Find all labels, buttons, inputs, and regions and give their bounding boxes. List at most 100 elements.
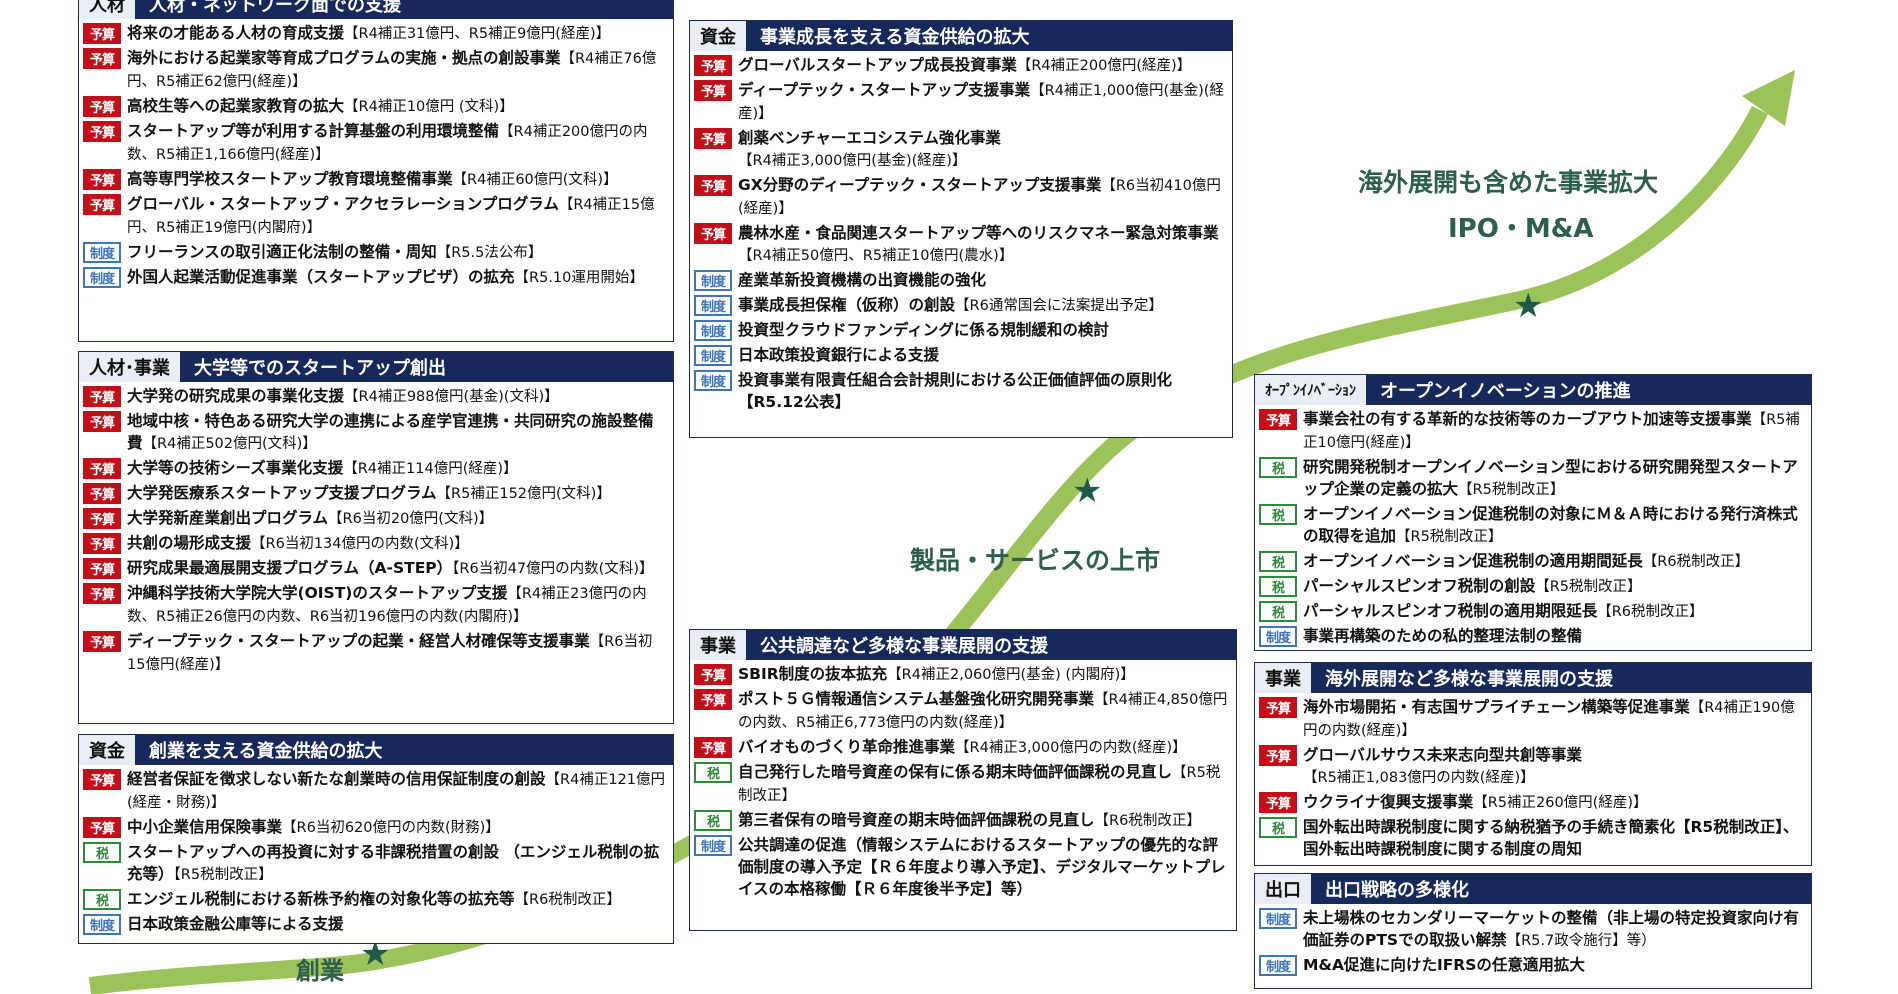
measure-detail: 【R6当初47億円の内数(文科)】 <box>452 561 654 577</box>
measure-item: 税パーシャルスピンオフ税制の適用期限延長【R6税制改正】 <box>1259 600 1807 623</box>
tax-badge: 税 <box>694 762 732 783</box>
measure-title: GX分野のディープテック・スタートアップ支援事業 <box>738 176 1102 194</box>
measure-item: 税自己発行した暗号資産の保有に係る期末時価評価課税の見直し【R5税制改正】 <box>694 761 1232 807</box>
measure-detail: 【R4補正50億円、R5補正10億円(農水)】 <box>738 248 1014 264</box>
measure-list: 予算グローバルスタートアップ成長投資事業【R4補正200億円(経産)】予算ディー… <box>690 51 1232 414</box>
measure-detail: 【R5税制改正】 <box>1458 482 1565 498</box>
system-badge: 制度 <box>1259 955 1297 976</box>
measure-detail: 【R6税制改正】 <box>514 892 621 908</box>
measure-item: 予算大学発の研究成果の事業化支援【R4補正988億円(基金)(文科)】 <box>83 385 669 408</box>
system-badge: 制度 <box>694 270 732 291</box>
measure-item: 税オープンイノベーション促進税制の適用期間延長【R6税制改正】 <box>1259 550 1807 573</box>
budget-badge: 予算 <box>694 737 732 758</box>
measure-detail: 【R6当初20億円(文科)】 <box>328 511 494 527</box>
tax-badge: 税 <box>1259 504 1297 525</box>
measure-item: 予算創薬ベンチャーエコシステム強化事業【R4補正3,000億円(基金)(経産)】 <box>694 127 1228 172</box>
measure-list: 予算大学発の研究成果の事業化支援【R4補正988億円(基金)(文科)】予算地域中… <box>79 382 673 676</box>
budget-badge: 予算 <box>694 55 732 76</box>
panel-title: 人材・ネットワーク面での支援 <box>149 0 401 16</box>
measure-title: 高等専門学校スタートアップ教育環境整備事業 <box>127 170 453 188</box>
stage-label-expansion: 海外展開も含めた事業拡大 <box>1358 168 1659 197</box>
measure-item: 予算グローバルスタートアップ成長投資事業【R4補正200億円(経産)】 <box>694 54 1228 77</box>
panel-open-innovation: ｵｰﾌﾟﾝｲﾉﾍﾞｰｼｮﾝオープンイノベーションの推進予算事業会社の有する革新的… <box>1254 374 1812 651</box>
measure-title: ディープテック・スタートアップの起業・経営人材確保等支援事業 <box>127 632 590 650</box>
measure-item: 予算バイオものづくり革命推進事業【R4補正3,000億円の内数(経産)】 <box>694 736 1232 759</box>
measure-item: 予算農林水産・食品関連スタートアップ等へのリスクマネー緊急対策事業【R4補正50… <box>694 222 1228 267</box>
panel-title: 公共調達など多様な事業展開の支援 <box>760 636 1048 657</box>
measure-item: 税スタートアップへの再投資に対する非課税措置の創設 （エンジェル税制の拡充等）【… <box>83 841 669 886</box>
panel-title: 大学等でのスタートアップ創出 <box>194 358 446 379</box>
measure-item: 制度公共調達の促進（情報システムにおけるスタートアップの優先的な評価制度の導入予… <box>694 834 1232 901</box>
measure-list: 予算経営者保証を徴求しない新たな創業時の信用保証制度の創設【R4補正121億円(… <box>79 765 673 936</box>
measure-title: 大学発の研究成果の事業化支援 <box>127 387 345 405</box>
budget-badge: 予算 <box>694 689 732 710</box>
measure-detail: 【R5税制改正】 <box>1396 529 1503 545</box>
measure-title: 共創の場形成支援 <box>127 534 252 552</box>
measure-item: 予算大学発医療系スタートアップ支援プログラム【R5補正152億円(文科)】 <box>83 482 669 505</box>
panel-title: 出口戦略の多様化 <box>1325 880 1469 901</box>
star-icon: ★ <box>1513 286 1544 326</box>
panel-title: 創業を支える資金供給の拡大 <box>149 741 383 762</box>
tax-badge: 税 <box>1259 601 1297 622</box>
measure-title: 事業会社の有する革新的な技術等のカーブアウト加速等支援事業 <box>1303 410 1752 428</box>
measure-item: 制度事業成長担保権（仮称）の創設【R6通常国会に法案提出予定】 <box>694 294 1228 317</box>
measure-title: バイオものづくり革命推進事業 <box>738 738 956 756</box>
measure-item: 税国外転出時課税制度に関する納税猶予の手続き簡素化【R5税制改正】、国外転出時課… <box>1259 816 1807 861</box>
measure-title: 公共調達の促進（情報システムにおけるスタートアップの優先的な評価制度の導入予定【… <box>738 836 1226 898</box>
measure-item: 予算研究成果最適展開支援プログラム（A-STEP）【R6当初47億円の内数(文科… <box>83 557 669 580</box>
measure-title: オープンイノベーション促進税制の対象にＭ＆Ａ時における発行済株式の取得を追加 <box>1303 505 1798 545</box>
budget-badge: 予算 <box>83 386 121 407</box>
measure-title: 海外における起業家等育成プログラムの実施・拠点の創設事業 <box>127 49 561 67</box>
system-badge: 制度 <box>694 345 732 366</box>
measure-title: SBIR制度の抜本拡充 <box>738 665 888 683</box>
tax-badge: 税 <box>83 842 121 863</box>
panel-overseas-expansion: 事業海外展開など多様な事業展開の支援予算海外市場開拓・有志国サプライチェーン構築… <box>1254 662 1812 866</box>
measure-detail: 【R4補正200億円(経産)】 <box>1016 58 1192 74</box>
measure-item: 制度外国人起業活動促進事業（スタートアップビザ）の拡充【R5.10運用開始】 <box>83 266 669 289</box>
panel-title: 事業成長を支える資金供給の拡大 <box>760 27 1030 48</box>
measure-title: 事業成長担保権（仮称）の創設 <box>738 296 956 314</box>
measure-item: 予算ディープテック・スタートアップの起業・経営人材確保等支援事業【R6当初15億… <box>83 630 669 676</box>
measure-title: オープンイノベーション促進税制の適用期間延長 <box>1303 552 1643 570</box>
budget-badge: 予算 <box>1259 697 1297 718</box>
measure-title: M&A促進に向けたIFRSの任意適用拡大 <box>1303 956 1585 974</box>
measure-list: 予算海外市場開拓・有志国サプライチェーン構築等促進事業【R4補正190億円の内数… <box>1255 693 1811 861</box>
panel-header: ｵｰﾌﾟﾝｲﾉﾍﾞｰｼｮﾝオープンイノベーションの推進 <box>1255 375 1811 405</box>
measure-title: 沖縄科学技術大学院大学(OIST)のスタートアップ支援 <box>127 584 508 602</box>
measure-title: 投資事業有限責任組合会計規則における公正価値評価の原則化【R5.12公表】 <box>738 371 1173 411</box>
measure-item: 予算ディープテック・スタートアップ支援事業【R4補正1,000億円(基金)(経産… <box>694 79 1228 125</box>
budget-badge: 予算 <box>694 128 732 149</box>
budget-badge: 予算 <box>83 583 121 604</box>
measure-item: 制度未上場株のセカンダリーマーケットの整備（非上場の特定投資家向け有価証券のPT… <box>1259 907 1807 952</box>
panel-header: 事業公共調達など多様な事業展開の支援 <box>690 630 1236 660</box>
measure-title: 国外転出時課税制度に関する納税猶予の手続き簡素化【R5税制改正】、国外転出時課税… <box>1303 818 1799 858</box>
measure-item: 予算高校生等への起業家教育の拡大【R4補正10億円 (文科)】 <box>83 95 669 118</box>
measure-detail: 【R5.5法公布】 <box>436 245 543 261</box>
measure-title: グローバルサウス未来志向型共創等事業 <box>1303 746 1582 764</box>
measure-detail: 【R4補正502億円(文科)】 <box>142 436 317 452</box>
budget-badge: 予算 <box>83 483 121 504</box>
measure-title: グローバル・スタートアップ・アクセラレーションプログラム <box>127 195 559 213</box>
measure-item: 予算スタートアップ等が利用する計算基盤の利用環境整備【R4補正200億円の内数、… <box>83 120 669 166</box>
system-badge: 制度 <box>694 295 732 316</box>
measure-item: 予算中小企業信用保険事業【R6当初620億円の内数(財務)】 <box>83 816 669 839</box>
measure-item: 予算地域中核・特色ある研究大学の連携による産学官連携・共同研究の施設整備費【R4… <box>83 410 669 455</box>
panel-growth-finance: 資金事業成長を支える資金供給の拡大予算グローバルスタートアップ成長投資事業【R4… <box>689 20 1233 438</box>
measure-title: 未上場株のセカンダリーマーケットの整備（非上場の特定投資家向け有価証券のPTSで… <box>1303 909 1800 949</box>
panel-university-startups: 人材･事業大学等でのスタートアップ創出予算大学発の研究成果の事業化支援【R4補正… <box>78 351 674 724</box>
measure-detail: 【R4補正76億円、R5補正62億円(経産)】 <box>127 51 657 90</box>
budget-badge: 予算 <box>83 458 121 479</box>
measure-detail: 【R4補正3,000億円(基金)(経産)】 <box>738 153 967 169</box>
panel-category-tag: 人材･事業 <box>79 352 180 382</box>
measure-list: 制度未上場株のセカンダリーマーケットの整備（非上場の特定投資家向け有価証券のPT… <box>1255 904 1811 977</box>
budget-badge: 予算 <box>83 508 121 529</box>
measure-detail: 【R4補正114億円(経産)】 <box>343 461 518 477</box>
measure-detail: 【R4補正23億円の内数、R5補正26億円の内数、R6当初196億円の内数(内閣… <box>127 586 647 625</box>
measure-detail: 【R6当初134億円の内数(文科)】 <box>251 536 469 552</box>
panel-title: オープンイノベーションの推進 <box>1380 381 1631 402</box>
measure-detail: 【R6当初15億円(経産)】 <box>127 634 653 673</box>
measure-list: 予算事業会社の有する革新的な技術等のカーブアウト加速等支援事業【R5補正10億円… <box>1255 405 1811 648</box>
budget-badge: 予算 <box>83 533 121 554</box>
measure-detail: 【R4補正15億円、R5補正19億円(内閣府)】 <box>127 197 655 236</box>
